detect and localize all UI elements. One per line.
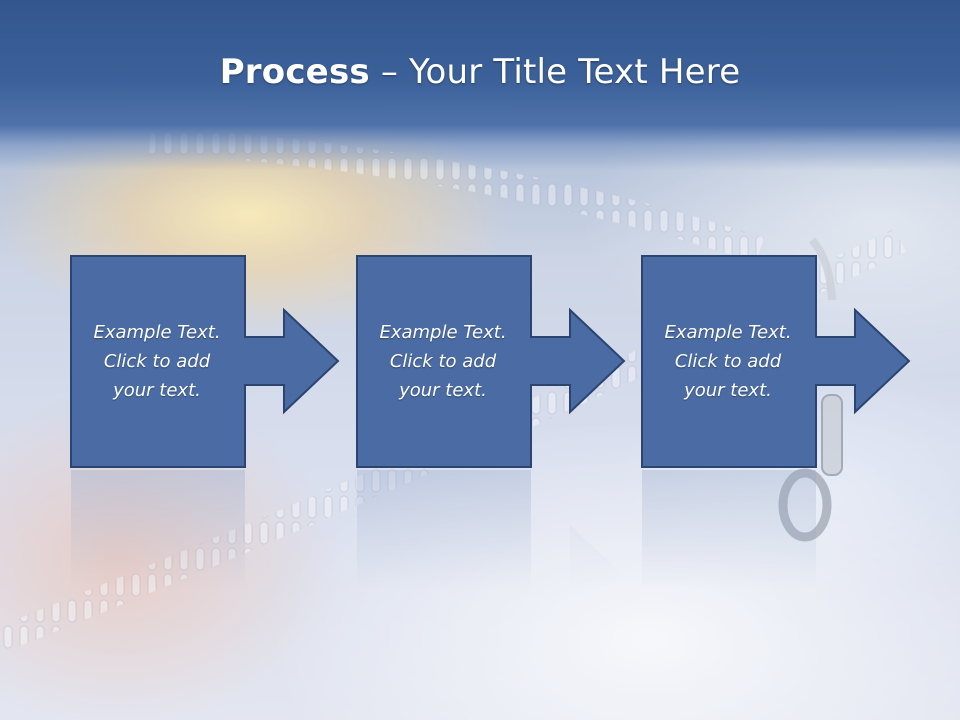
title-band [0,0,960,170]
step-2-text[interactable]: Example Text. Click to add your text. [379,321,507,401]
slide-title[interactable]: Process – Your Title Text Here [0,52,960,92]
step-2-arrow-shape [356,255,626,468]
process-step-1[interactable]: Example Text. Click to add your text. [70,255,340,469]
title-bold-part: Process [219,52,370,92]
step-3-reflection [642,470,816,590]
process-step-3[interactable]: Example Text. Click to add your text. [641,255,911,469]
step-1-text[interactable]: Example Text. Click to add your text. [93,321,221,401]
step-1-arrow-shape [70,255,340,468]
step-1-reflection [71,470,245,590]
step-3-arrow-shape [641,255,911,468]
step-2-reflection [357,470,624,590]
step-3-text[interactable]: Example Text. Click to add your text. [664,321,792,401]
process-step-2[interactable]: Example Text. Click to add your text. [356,255,626,469]
title-rest-part: – Your Title Text Here [369,52,741,92]
